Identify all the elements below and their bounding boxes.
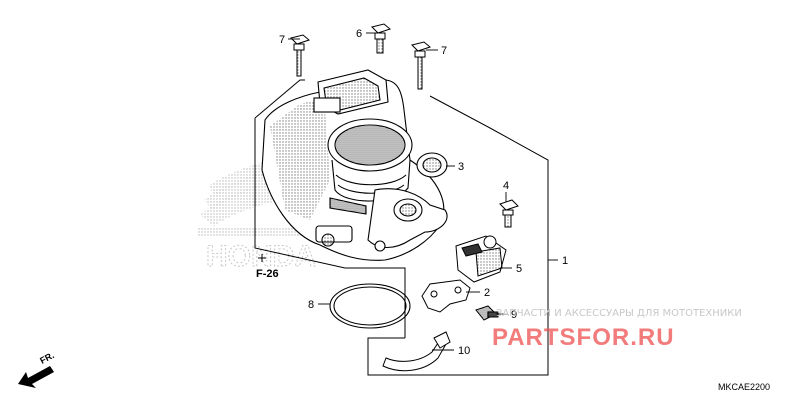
callout-4: 4 bbox=[503, 180, 509, 192]
diagram-code: MKCAE2200 bbox=[718, 382, 770, 392]
bolt-7-right bbox=[411, 41, 432, 90]
watermark-tagline: ЗАПЧАСТИ И АКСЕССУАРЫ ДЛЯ МОТОТЕХНИКИ bbox=[496, 308, 742, 319]
callout-10: 10 bbox=[458, 345, 470, 357]
front-arrow: FR. bbox=[18, 350, 56, 388]
section-reference: F-26 bbox=[256, 254, 279, 280]
assembly-frame bbox=[254, 79, 549, 376]
callout-7-right: 7 bbox=[441, 45, 447, 57]
bolt-7-left bbox=[290, 34, 311, 77]
map-sensor-5 bbox=[455, 235, 507, 283]
throttle-body bbox=[261, 69, 448, 261]
callout-8: 8 bbox=[308, 299, 314, 311]
callout-6: 6 bbox=[356, 28, 362, 40]
section-reference-label: F-26 bbox=[256, 268, 279, 280]
callout-9: 9 bbox=[511, 309, 517, 321]
bolt-6 bbox=[371, 23, 392, 54]
watermark-logo: PARTSFOR.RU bbox=[492, 324, 675, 351]
honda-watermark-text: HONDA bbox=[206, 240, 316, 273]
callout-7-left: 7 bbox=[279, 34, 285, 46]
screw-4 bbox=[499, 199, 519, 228]
callout-2: 2 bbox=[484, 287, 490, 299]
hose-10 bbox=[382, 331, 451, 372]
bracket-2 bbox=[421, 279, 471, 313]
callout-3: 3 bbox=[458, 161, 464, 173]
front-arrow-label: FR. bbox=[38, 350, 55, 366]
screw-9 bbox=[475, 305, 499, 321]
o-ring-8 bbox=[329, 283, 411, 329]
leader-lines bbox=[288, 32, 558, 351]
callout-1: 1 bbox=[562, 255, 568, 267]
callout-5: 5 bbox=[516, 263, 522, 275]
